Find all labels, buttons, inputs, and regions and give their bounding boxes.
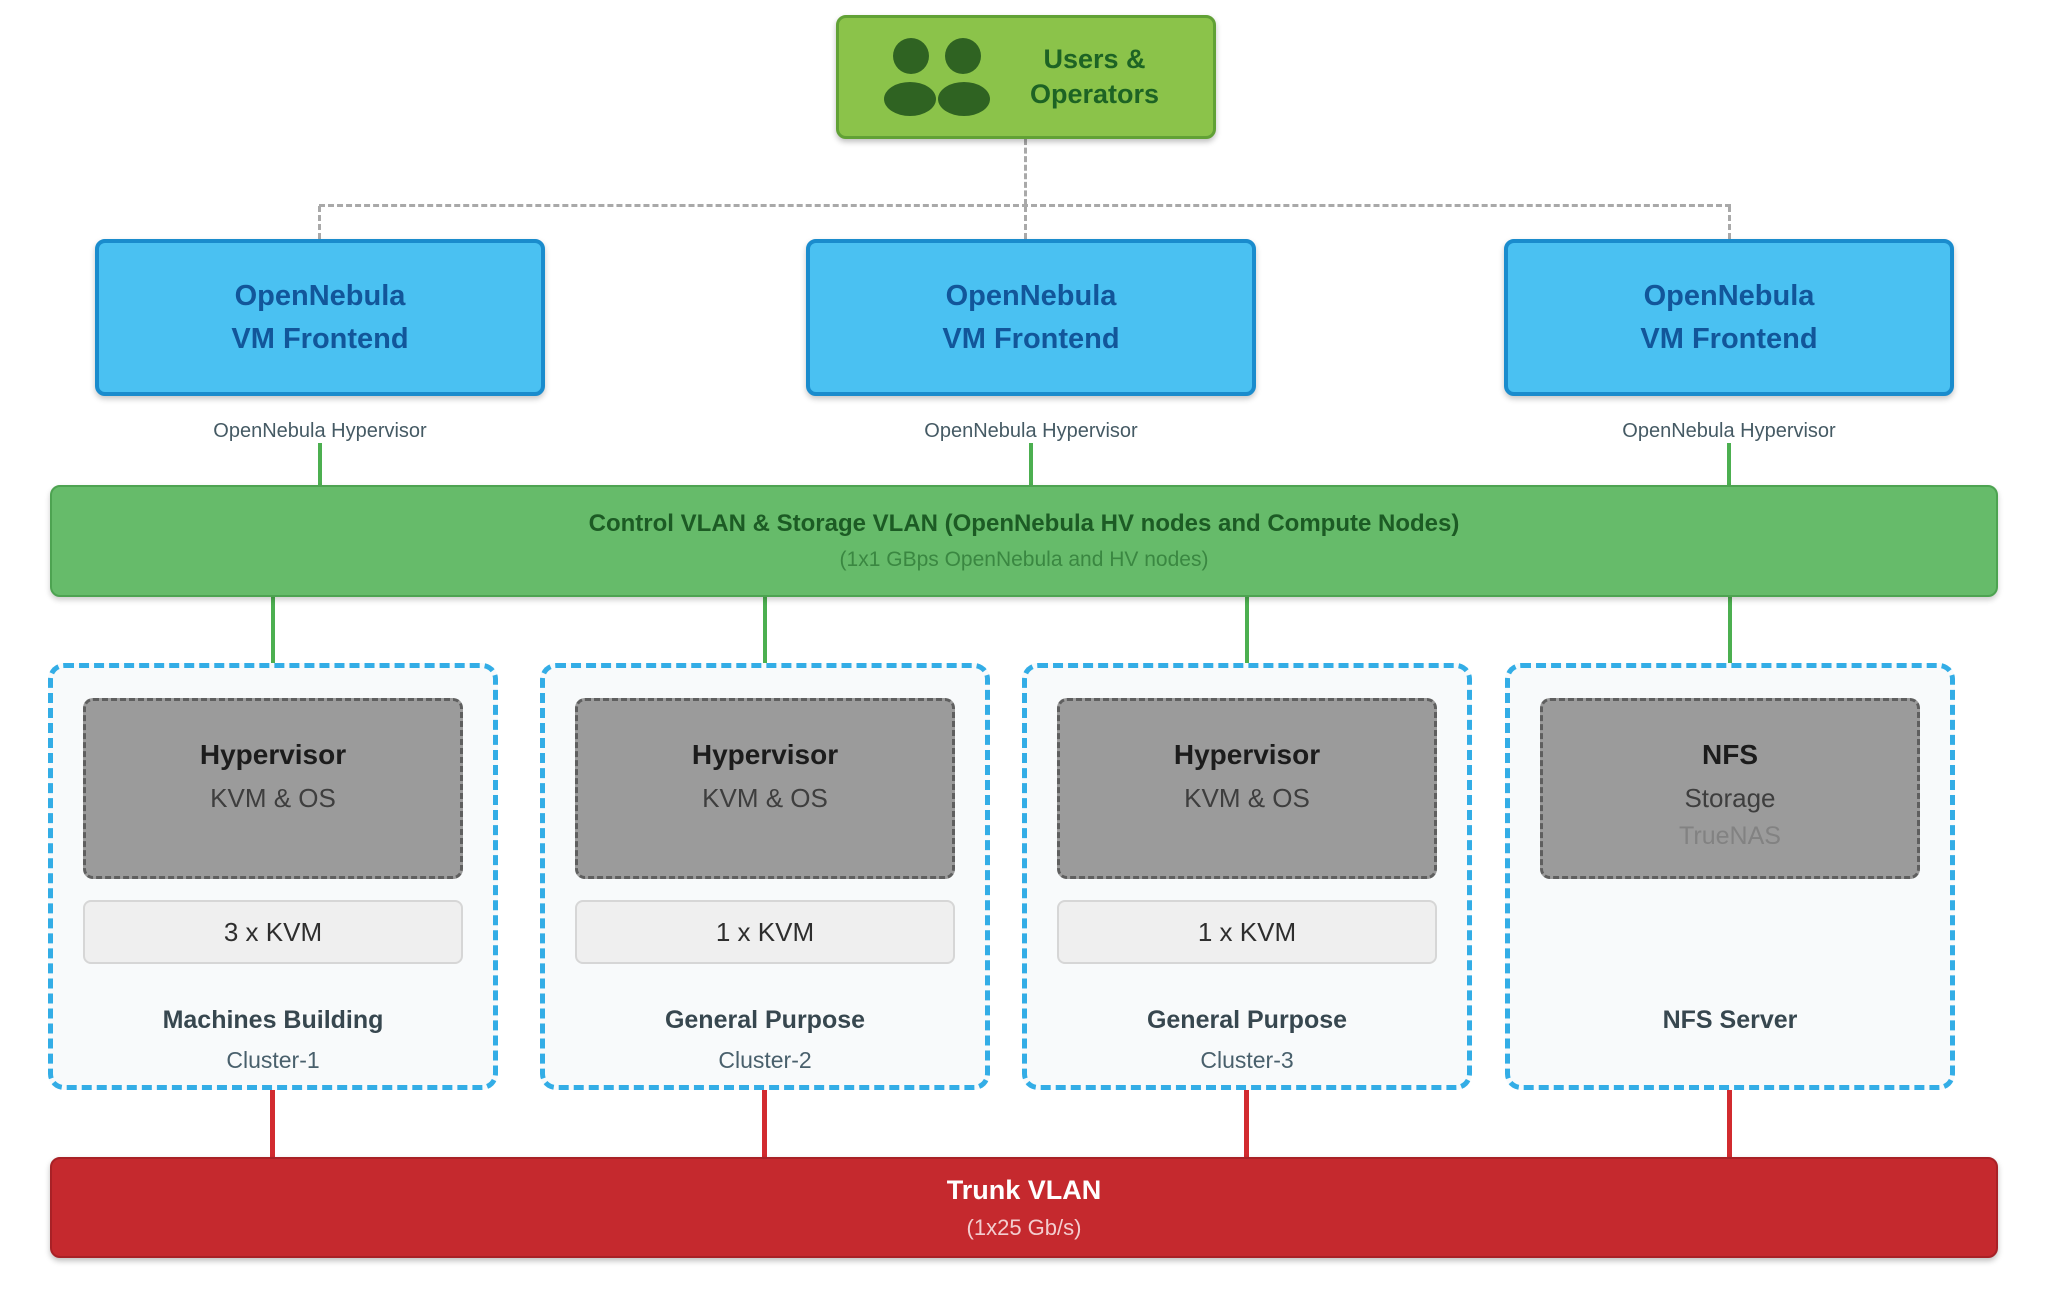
hypervisor-node-subtitle: KVM & OS (210, 783, 336, 813)
frontend-box-1: OpenNebula VM Frontend (95, 239, 545, 396)
trunk-vlan-subtitle: (1x25 Gb/s) (966, 1214, 1082, 1240)
cluster-id: Cluster-3 (1200, 1047, 1294, 1073)
hypervisor-node-box: Hypervisor KVM & OS (83, 698, 463, 879)
frontend-line2: VM Frontend (1640, 322, 1818, 355)
connector-green-cluster-2 (763, 595, 767, 665)
trunk-vlan-bar: Trunk VLAN (1x25 Gb/s) (50, 1157, 1998, 1258)
connector-green-frontend-2 (1029, 443, 1033, 487)
cluster-name: General Purpose (664, 1006, 866, 1034)
connector-stub-frontend-1 (318, 206, 321, 239)
nfs-storage-note: TrueNAS (1679, 822, 1781, 850)
frontend-line1: OpenNebula (234, 279, 406, 312)
connector-green-nfs (1728, 595, 1732, 665)
frontend-line2: VM Frontend (942, 322, 1120, 355)
frontend-line1: OpenNebula (1643, 279, 1815, 312)
nfs-storage-box: NFS Storage TrueNAS (1540, 698, 1920, 879)
cluster-id: Cluster-1 (226, 1047, 320, 1073)
connector-stub-frontend-3 (1728, 206, 1731, 239)
hypervisor-label-1: OpenNebula Hypervisor (213, 420, 427, 442)
frontend-line1: OpenNebula (945, 279, 1117, 312)
connector-users-horizontal (319, 204, 1731, 207)
hypervisor-node-title: Hypervisor (199, 739, 347, 770)
hypervisor-node-title: Hypervisor (691, 739, 839, 770)
users-operators-box: Users & Operators (836, 15, 1216, 139)
kvm-count-pill: 1 x KVM (1057, 900, 1437, 964)
cluster-box-3: Hypervisor KVM & OS 1 x KVM General Purp… (1022, 663, 1472, 1090)
nfs-storage-subtitle: Storage (1684, 783, 1776, 813)
hypervisor-node-box: Hypervisor KVM & OS (1057, 698, 1437, 879)
hypervisor-label-2: OpenNebula Hypervisor (924, 420, 1138, 442)
nfs-storage-title: NFS (1702, 739, 1758, 770)
hypervisor-node-box: Hypervisor KVM & OS (575, 698, 955, 879)
cluster-id: Cluster-2 (718, 1047, 812, 1073)
nfs-server-box: NFS Storage TrueNAS NFS Server (1505, 663, 1955, 1090)
connector-red-cluster-1 (270, 1086, 275, 1159)
hypervisor-label-3: OpenNebula Hypervisor (1622, 420, 1836, 442)
cluster-name: NFS Server (1662, 1006, 1798, 1034)
trunk-vlan-title: Trunk VLAN (946, 1174, 1102, 1205)
cluster-name: General Purpose (1146, 1006, 1348, 1034)
connector-stub-frontend-2 (1024, 206, 1027, 239)
kvm-count-pill: 1 x KVM (575, 900, 955, 964)
connector-green-cluster-3 (1245, 595, 1249, 665)
control-vlan-subtitle: (1x1 GBps OpenNebula and HV nodes) (839, 548, 1209, 571)
connector-green-frontend-1 (318, 443, 322, 487)
connector-users-vertical (1024, 139, 1027, 205)
connector-red-cluster-3 (1244, 1086, 1249, 1159)
connector-red-nfs (1727, 1086, 1732, 1159)
hypervisor-node-subtitle: KVM & OS (702, 783, 828, 813)
frontend-box-2: OpenNebula VM Frontend (806, 239, 1256, 396)
control-vlan-title: Control VLAN & Storage VLAN (OpenNebula … (588, 510, 1460, 537)
frontend-line2: VM Frontend (231, 322, 409, 355)
cluster-name: Machines Building (162, 1006, 384, 1034)
connector-green-cluster-1 (271, 595, 275, 665)
connector-red-cluster-2 (762, 1086, 767, 1159)
hypervisor-node-subtitle: KVM & OS (1184, 783, 1310, 813)
cluster-box-1: Hypervisor KVM & OS 3 x KVM Machines Bui… (48, 663, 498, 1090)
hypervisor-node-title: Hypervisor (1173, 739, 1321, 770)
frontend-box-3: OpenNebula VM Frontend (1504, 239, 1954, 396)
cluster-box-2: Hypervisor KVM & OS 1 x KVM General Purp… (540, 663, 990, 1090)
users-operators-label: Users & Operators (1029, 43, 1160, 109)
kvm-count-pill: 3 x KVM (83, 900, 463, 964)
control-vlan-bar: Control VLAN & Storage VLAN (OpenNebula … (50, 485, 1998, 597)
users-icon (883, 38, 990, 116)
connector-green-frontend-3 (1727, 443, 1731, 487)
